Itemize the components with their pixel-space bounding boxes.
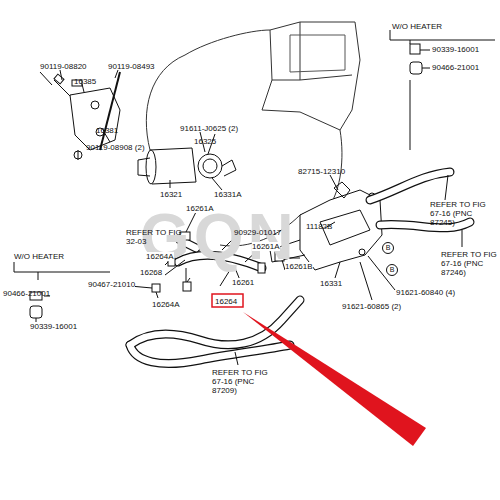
part-number: 90467-21010 [88, 280, 135, 289]
figure-reference: REFER TO FIG 67-16 (PNC 87209) [212, 368, 268, 395]
callout-letter: B [386, 264, 398, 276]
part-number: 91621-60865 (2) [342, 302, 401, 311]
part-number: 16261B [285, 262, 313, 271]
part-number: 16321 [160, 190, 182, 199]
part-number: 16331A [214, 190, 242, 199]
part-number: 16264 [215, 297, 237, 306]
part-number: 90466-21001 [432, 63, 479, 72]
part-number: 16331 [320, 279, 342, 288]
section-note: W/O HEATER [14, 252, 64, 261]
part-number: 16385 [74, 77, 96, 86]
figure-reference: REFER TO FIG 67-16 (PNC 87245) [430, 200, 486, 227]
figure-reference: REFER TO FIG 32-03 [126, 228, 182, 246]
part-number: 90119-08820 [40, 62, 87, 71]
part-number: 16325 [194, 137, 216, 146]
part-number: 90119-08908 (2) [86, 143, 145, 152]
part-number: 16268 [140, 268, 162, 277]
part-number: 11182B [306, 222, 332, 231]
part-number: 90466-21001 [3, 289, 50, 298]
part-number: 16261 [232, 278, 254, 287]
part-number: 16264A [146, 252, 174, 261]
part-number: 91611-J0625 (2) [180, 124, 238, 133]
part-number: 16381 [96, 126, 118, 135]
part-number: 16264A [152, 300, 180, 309]
part-number: 90119-08493 [108, 62, 155, 71]
part-number: 90339-16001 [30, 322, 77, 331]
part-number: 82715-12310 [298, 167, 345, 176]
part-number: 90339-16001 [432, 45, 479, 54]
figure-reference: REFER TO FIG 67-16 (PNC 87246) [441, 250, 497, 277]
section-note: W/O HEATER [392, 22, 442, 31]
part-number: 90929-01017 [234, 228, 281, 237]
part-number: 16261A [252, 242, 280, 251]
part-number: 16261A [186, 204, 214, 213]
part-number: 91621-60840 (4) [396, 288, 455, 297]
callout-letter: B [382, 242, 394, 254]
